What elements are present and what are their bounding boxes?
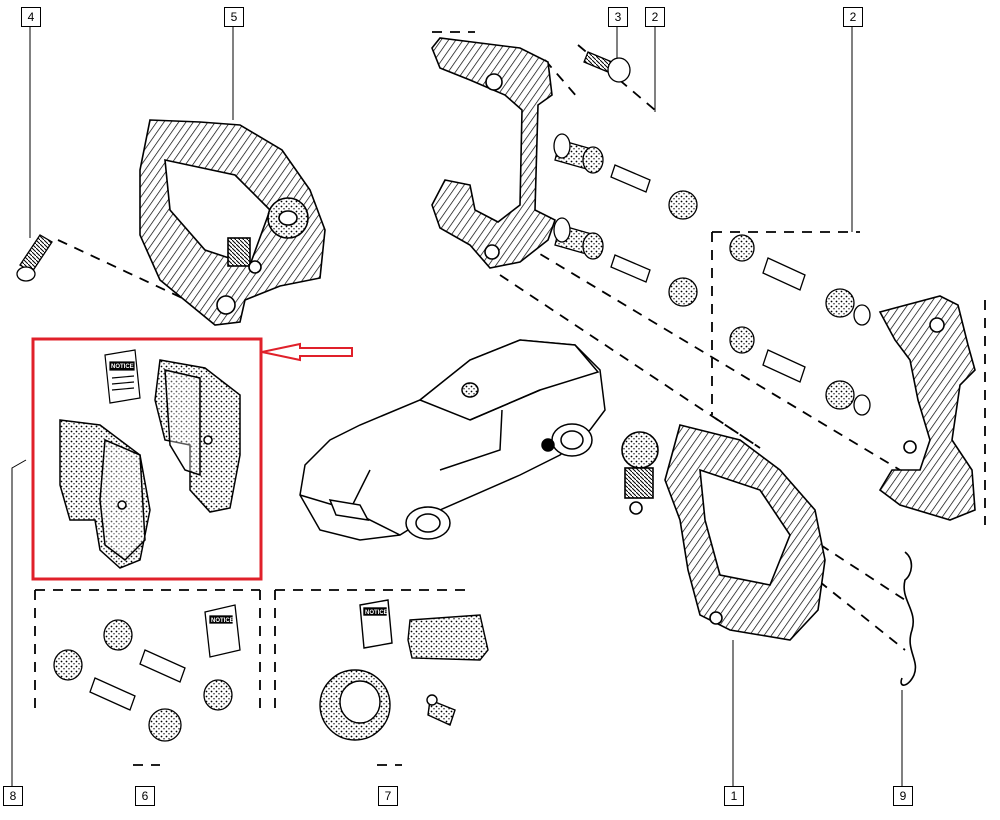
callout-7: 7 bbox=[378, 786, 398, 806]
caliper-part-5 bbox=[139, 119, 326, 326]
callout-1: 1 bbox=[724, 786, 744, 806]
callout-6: 6 bbox=[135, 786, 155, 806]
notice-booklet-8 bbox=[104, 349, 141, 404]
carrier-bracket-right bbox=[878, 295, 976, 521]
leader-lines bbox=[11, 25, 903, 787]
highlight-frame bbox=[31, 337, 263, 581]
guide-pins-right bbox=[729, 234, 871, 416]
callout-2-right: 2 bbox=[843, 7, 863, 27]
notice-label-8: NOTICE bbox=[111, 364, 134, 370]
wire-spring-part-9 bbox=[900, 551, 917, 686]
pin-kit-part-6 bbox=[53, 604, 241, 742]
callout-5: 5 bbox=[224, 7, 244, 27]
callout-9: 9 bbox=[893, 786, 913, 806]
callout-3: 3 bbox=[608, 7, 628, 27]
guide-pins-upper bbox=[553, 133, 698, 307]
callout-8: 8 bbox=[3, 786, 23, 806]
bolt-part-3 bbox=[583, 51, 631, 83]
car-illustration bbox=[299, 339, 606, 541]
callout-2-left: 2 bbox=[645, 7, 665, 27]
notice-label-6: NOTICE bbox=[211, 618, 234, 624]
carrier-bracket-upper bbox=[431, 37, 556, 269]
brake-pads-part-8 bbox=[59, 359, 241, 569]
seal-kit-part-7 bbox=[319, 599, 489, 741]
highlight-arrow bbox=[261, 342, 353, 362]
notice-label-7: NOTICE bbox=[365, 610, 388, 616]
caliper-part-1 bbox=[621, 424, 826, 641]
screw-part-4 bbox=[16, 234, 53, 282]
callout-4: 4 bbox=[21, 7, 41, 27]
